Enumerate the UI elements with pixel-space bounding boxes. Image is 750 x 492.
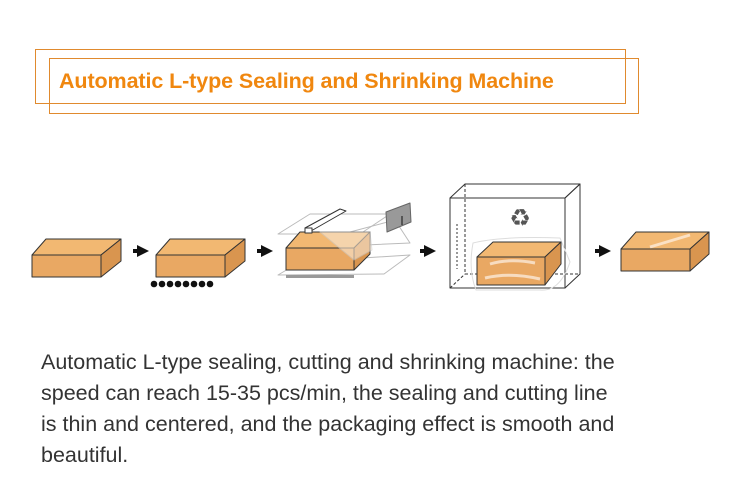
recycle-icon: ♻ <box>509 204 531 232</box>
title-frame-front <box>49 58 639 114</box>
box-on-rollers-icon <box>150 238 246 288</box>
box-icon <box>31 238 122 278</box>
description-line: is thin and centered, and the packaging … <box>41 412 615 436</box>
description-line: speed can reach 15-35 pcs/min, the seali… <box>41 381 608 405</box>
description-line: beautiful. <box>41 443 129 467</box>
description: Automatic L-type sealing, cutting and sh… <box>41 347 615 471</box>
sealing-bar-icon <box>277 202 412 278</box>
wrapped-box-icon <box>620 231 710 272</box>
process-diagram: ♻ <box>31 183 710 291</box>
description-line: Automatic L-type sealing, cutting and sh… <box>41 350 615 374</box>
title-frame-back <box>35 49 626 104</box>
page-title: Automatic L-type Sealing and Shrinking M… <box>59 69 554 93</box>
svg-text:♻: ♻ <box>509 204 531 232</box>
shrink-tunnel-icon: ♻ <box>449 183 581 291</box>
